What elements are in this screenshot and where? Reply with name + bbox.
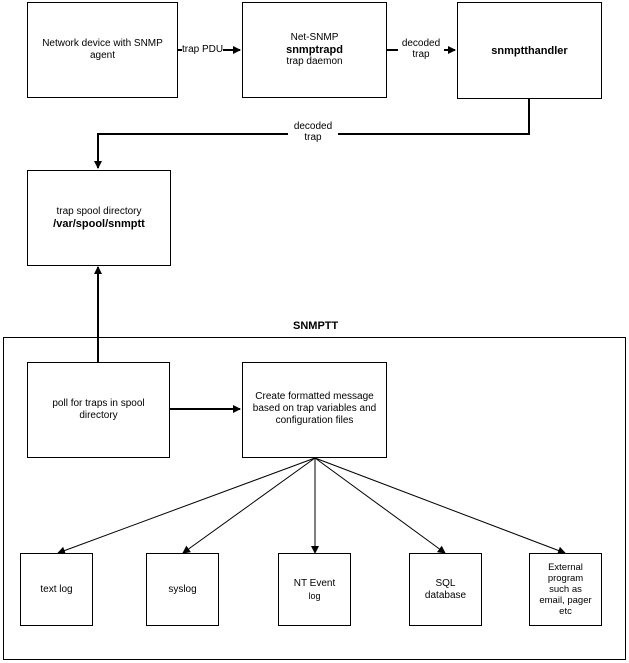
- poll-label: poll for traps in spool directory: [52, 398, 145, 421]
- spool-directory-line2: /var/spool/snmptt: [53, 218, 145, 230]
- snmptrapd-line2: snmptrapd: [286, 44, 343, 56]
- snmptthandler-label: snmptthandler: [491, 44, 568, 57]
- format-message-label: Create formatted message based on trap v…: [252, 391, 377, 426]
- arrow-to-text-log: [57, 457, 316, 555]
- snmptrapd-line3: trap daemon: [286, 56, 343, 67]
- text-log-box: text log: [20, 553, 93, 626]
- decoded-trap-label-2: decoded trap: [288, 121, 338, 143]
- snmptt-container: [3, 337, 626, 660]
- trap-pdu-label: trap PDU: [182, 44, 224, 55]
- syslog-label: syslog: [168, 583, 197, 595]
- arrow-to-sql: [314, 457, 446, 554]
- network-device-box: Network device with SNMP agent: [27, 2, 178, 98]
- sql-box: SQL database: [409, 553, 482, 626]
- nt-event-line1: NT Event: [293, 577, 336, 589]
- snmptrapd-line1: Net-SNMP: [290, 32, 339, 43]
- snmptrapd-box: Net-SNMP snmptrapd trap daemon: [242, 2, 387, 98]
- arrow-to-external: [314, 457, 566, 555]
- nt-event-box: NT Event log: [278, 553, 351, 626]
- external-label: External program such as email, pager et…: [539, 562, 592, 617]
- nt-event-line2: log: [308, 590, 321, 601]
- sql-line1: SQL: [435, 577, 456, 589]
- arrow-to-syslog: [182, 457, 316, 554]
- network-device-label: Network device with SNMP agent: [42, 38, 163, 61]
- poll-box: poll for traps in spool directory: [27, 362, 170, 458]
- decoded-trap-label-1: decoded trap: [398, 38, 444, 60]
- sql-line2: database: [424, 589, 467, 601]
- spool-directory-box: trap spool directory /var/spool/snmptt: [27, 170, 171, 266]
- format-message-box: Create formatted message based on trap v…: [242, 362, 387, 458]
- snmptt-title: SNMPTT: [293, 320, 339, 332]
- spool-directory-line1: trap spool directory: [56, 206, 142, 217]
- snmptthandler-box: snmptthandler: [457, 2, 602, 99]
- text-log-label: text log: [40, 583, 73, 595]
- syslog-box: syslog: [146, 553, 219, 626]
- external-box: External program such as email, pager et…: [529, 553, 602, 626]
